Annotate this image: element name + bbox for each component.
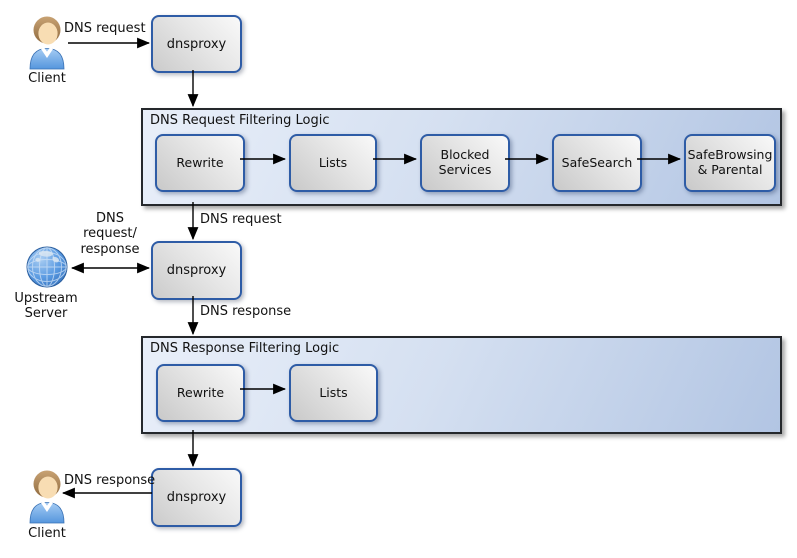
step-rewrite-request-label: Rewrite (176, 154, 224, 170)
request-filtering-title: DNS Request Filtering Logic (150, 113, 330, 128)
edge-label-dns-response-bottom: DNS response (64, 473, 156, 488)
client-bottom-label: Client (28, 526, 66, 541)
client-bottom-icon (29, 470, 65, 524)
step-rewrite-response: Rewrite (156, 364, 245, 422)
response-filtering-container: DNS Response Filtering Logic Rewrite Lis… (141, 336, 782, 434)
step-lists-request: Lists (289, 134, 377, 192)
node-dnsproxy-mid: dnsproxy (151, 241, 242, 300)
step-blocked-services: Blocked Services (420, 134, 510, 192)
step-safebrowsing-parental: SafeBrowsing & Parental (684, 134, 776, 192)
step-lists-response-label: Lists (319, 384, 348, 400)
node-dnsproxy-bottom: dnsproxy (151, 468, 242, 527)
step-rewrite-request: Rewrite (155, 134, 245, 192)
step-safesearch: SafeSearch (552, 134, 642, 192)
node-dnsproxy-top: dnsproxy (151, 15, 242, 73)
edge-label-dns-response-mid: DNS response (200, 304, 292, 319)
edge-label-dns-request-top: DNS request (64, 21, 146, 36)
step-lists-request-label: Lists (318, 154, 348, 170)
step-blocked-services-label: Blocked Services (438, 147, 492, 177)
response-filtering-title: DNS Response Filtering Logic (150, 341, 340, 356)
upstream-server-label: Upstream Server (14, 291, 78, 322)
step-safesearch-label: SafeSearch (561, 154, 633, 170)
client-icon (29, 16, 65, 70)
node-dnsproxy-bottom-label: dnsproxy (166, 490, 227, 505)
step-rewrite-response-label: Rewrite (176, 384, 225, 400)
edge-label-dns-request-mid: DNS request (200, 212, 282, 227)
node-dnsproxy-mid-label: dnsproxy (166, 263, 227, 278)
request-filtering-container: DNS Request Filtering Logic Rewrite List… (141, 108, 782, 206)
client-top-label: Client (28, 71, 66, 86)
edge-label-upstream-link: DNS request/ response (80, 211, 140, 257)
step-safebrowsing-parental-label: SafeBrowsing & Parental (687, 147, 773, 177)
node-dnsproxy-top-label: dnsproxy (166, 36, 227, 52)
upstream-server-icon (26, 246, 68, 288)
step-lists-response: Lists (289, 364, 378, 422)
